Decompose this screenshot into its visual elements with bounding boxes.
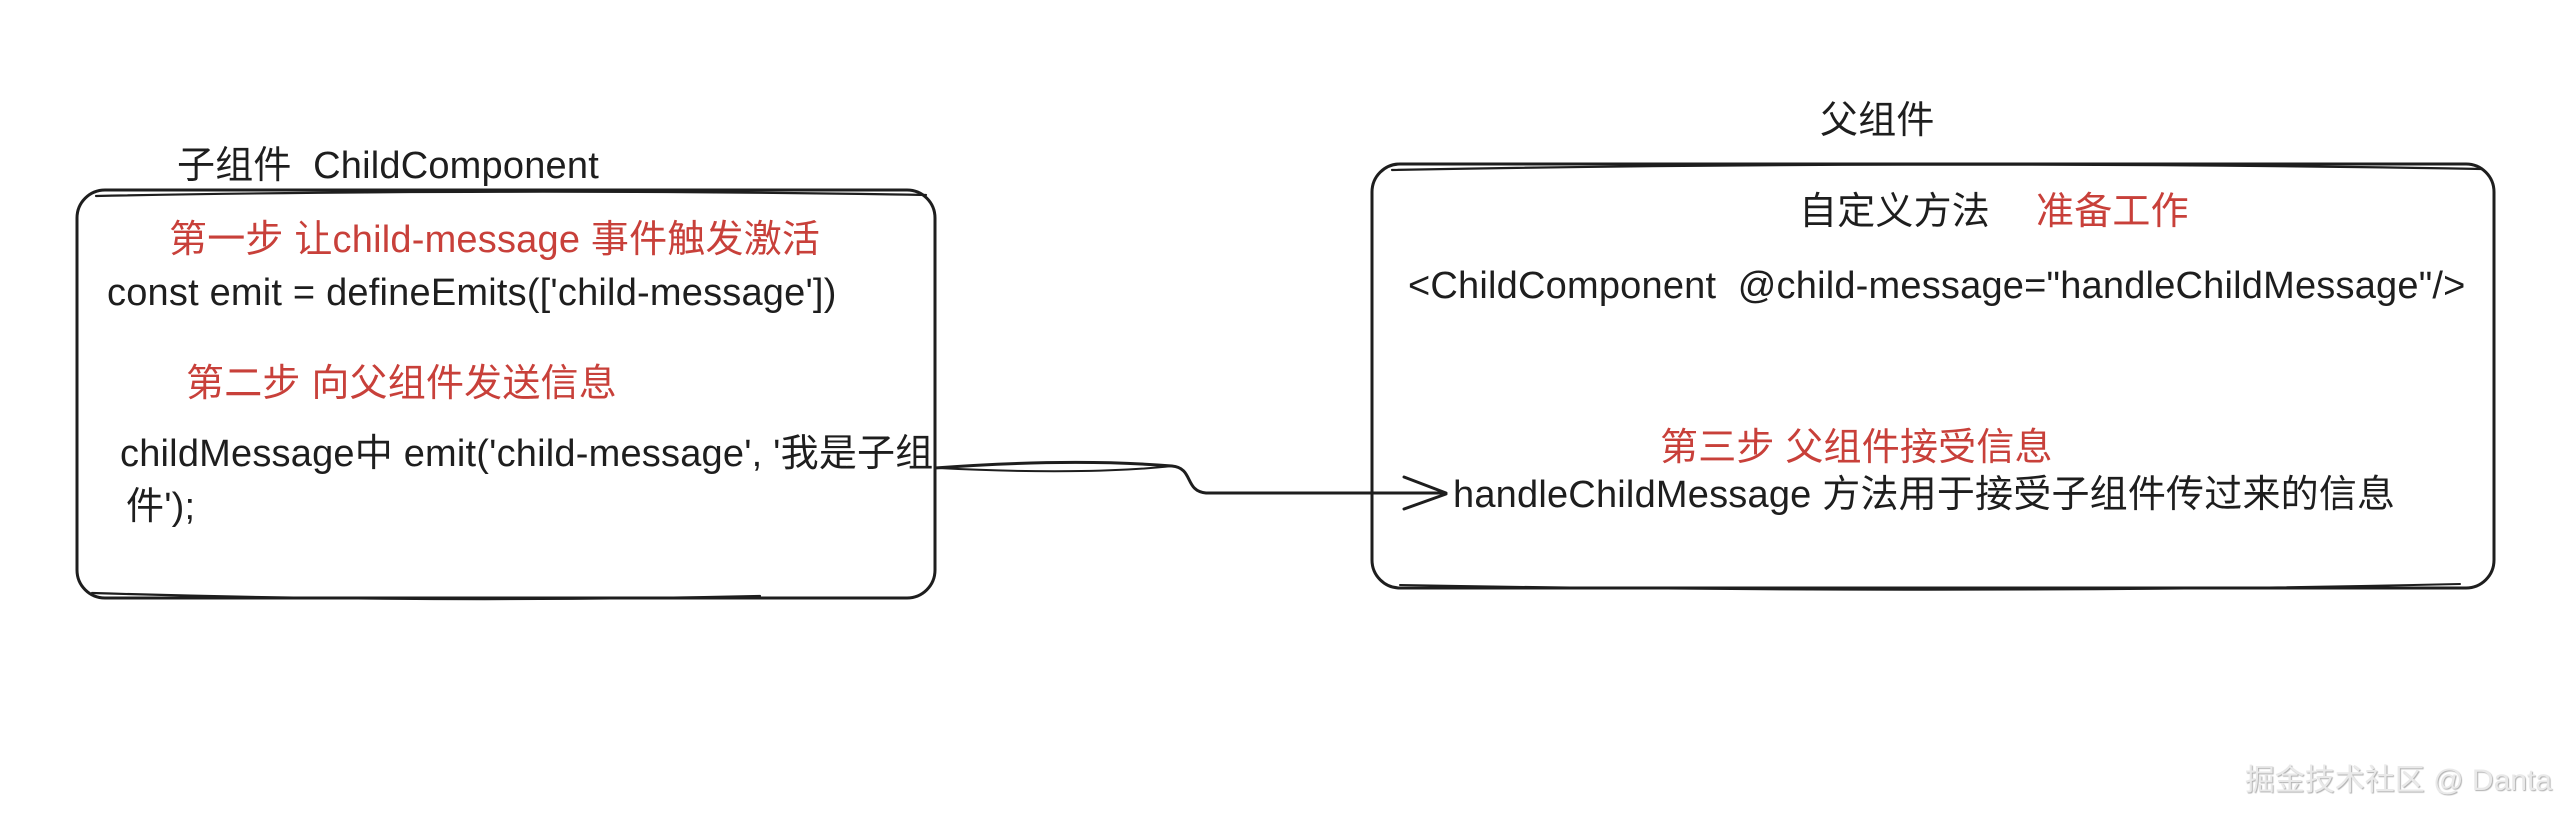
child-step1-label: 第一步 让child-message 事件触发激活 <box>169 219 821 261</box>
parent-prep-label: 准备工作 <box>2036 191 2189 233</box>
child-box-bottom-overdraw <box>90 591 762 601</box>
watermark-credit: 掘金技术社区 @ Danta <box>2244 764 2552 797</box>
child-box-title: 子组件 ChildComponent <box>177 145 599 187</box>
parent-custom-method-label: 自定义方法 <box>1799 191 1991 233</box>
connector-arrow-line <box>933 460 1444 495</box>
child-step2-label: 第二步 向父组件发送信息 <box>186 363 617 405</box>
parent-box-bottom-overdraw <box>1399 583 2461 591</box>
parent-box-top-overdraw <box>1390 163 2484 172</box>
child-emit-call-line1: childMessage中 emit('child-message', '我是子… <box>120 433 934 475</box>
child-code-define-emits: const emit = defineEmits(['child-message… <box>107 272 837 314</box>
parent-method-line: 自定义方法 准备工作 <box>1799 193 2189 231</box>
parent-step3-label: 第三步 父组件接受信息 <box>1660 427 2053 469</box>
child-emit-call-line2: 件'); <box>126 486 196 528</box>
parent-handler-description: handleChildMessage 方法用于接受子组件传过来的信息 <box>1453 474 2396 516</box>
arrow-head-icon <box>1402 475 1448 511</box>
parent-box-title: 父组件 <box>1820 100 1935 142</box>
connector-arrow-overdraw <box>937 465 1173 473</box>
parent-code-template: <ChildComponent @child-message="handleCh… <box>1408 265 2466 307</box>
child-box-top-overdraw <box>94 190 928 198</box>
